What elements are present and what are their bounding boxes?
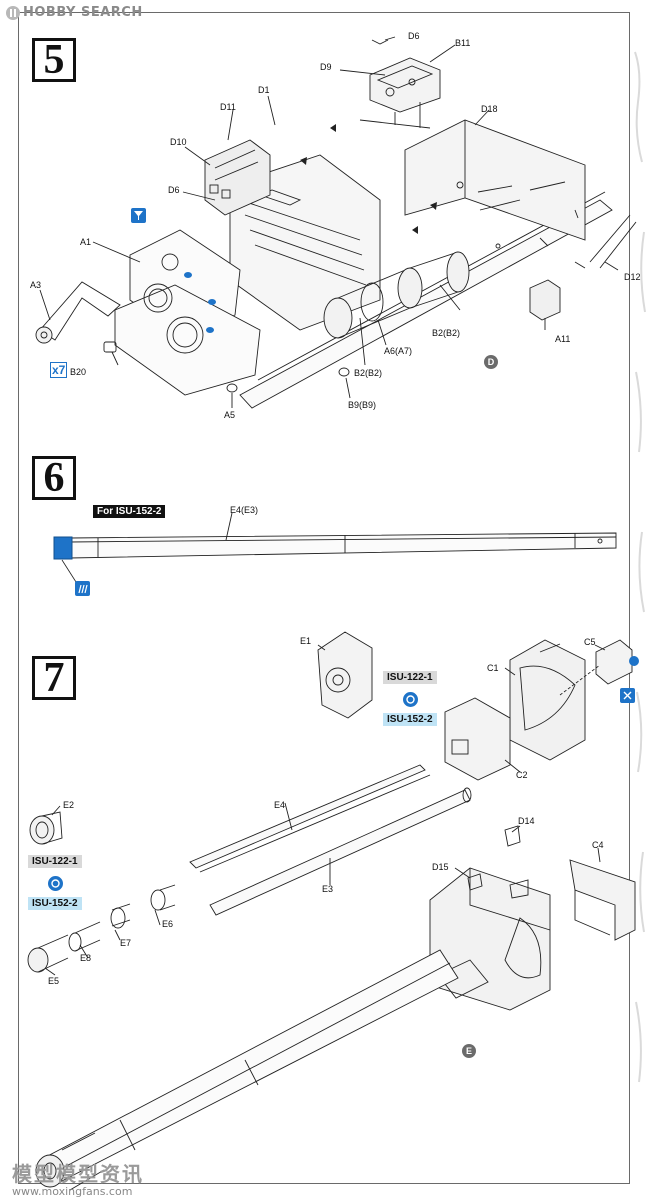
part-label-a3: A3 bbox=[30, 280, 42, 290]
part-label-e8: E8 bbox=[80, 953, 92, 963]
part-label-a11: A11 bbox=[555, 334, 571, 344]
part-label-d1: D1 bbox=[258, 85, 270, 95]
part-label-d6: D6 bbox=[168, 185, 180, 195]
part-label-c4: C4 bbox=[592, 840, 604, 850]
variant-tag-isu152-2-b: ISU-152-2 bbox=[28, 897, 82, 910]
part-label-d6-top: D6 bbox=[408, 31, 420, 41]
step-number-7: 7 bbox=[32, 656, 76, 700]
step6-drawing bbox=[53, 512, 617, 583]
variant-tag-isu152-2: For ISU-152-2 bbox=[93, 505, 166, 518]
side-decoration bbox=[634, 51, 646, 1083]
do-not-glue-icon bbox=[620, 688, 635, 703]
part-label-e6: E6 bbox=[162, 919, 174, 929]
part-label-b2-a: B2(B2) bbox=[354, 368, 383, 378]
part-label-b2-b: B2(B2) bbox=[432, 328, 461, 338]
quantity-x7: x7 bbox=[50, 362, 68, 378]
cement-icon bbox=[131, 208, 146, 223]
part-label-e1: E1 bbox=[300, 636, 312, 646]
alternative-swap-icon bbox=[403, 692, 418, 707]
part-label-e4-e3: E4(E3) bbox=[230, 505, 259, 515]
part-label-d10: D10 bbox=[170, 137, 187, 147]
part-label-d15: D15 bbox=[432, 862, 449, 872]
alternative-swap-icon-b bbox=[48, 876, 63, 891]
site-watermark: 模型模型资讯 www.moxingfans.com bbox=[12, 1162, 144, 1198]
sprue-tag-e: E bbox=[462, 1044, 476, 1058]
variant-tag-isu152-2-a: ISU-152-2 bbox=[383, 713, 437, 726]
part-label-b20: B20 bbox=[70, 367, 87, 377]
part-label-a1: A1 bbox=[80, 237, 92, 247]
part-label-b9: B9(B9) bbox=[348, 400, 377, 410]
step-number-6: 6 bbox=[32, 456, 76, 500]
variant-tag-isu122-1-b: ISU-122-1 bbox=[28, 855, 82, 868]
part-label-d12: D12 bbox=[624, 272, 641, 282]
part-label-d14: D14 bbox=[518, 816, 535, 826]
variant-tag-isu122-1-a: ISU-122-1 bbox=[383, 671, 437, 684]
part-label-d11: D11 bbox=[220, 102, 236, 112]
part-label-d18: D18 bbox=[481, 104, 498, 114]
page-border bbox=[18, 12, 630, 1184]
part-label-e7: E7 bbox=[120, 938, 132, 948]
sprue-tag-d: D bbox=[484, 355, 498, 369]
hobby-search-logo-icon bbox=[6, 5, 20, 20]
part-label-c2: C2 bbox=[516, 770, 528, 780]
part-label-e2: E2 bbox=[63, 800, 75, 810]
step-number-5: 5 bbox=[32, 38, 76, 82]
hobby-search-watermark: HOBBY SEARCH bbox=[6, 5, 143, 20]
sand-seam-icon bbox=[75, 581, 90, 596]
part-label-a6: A6(A7) bbox=[384, 346, 413, 356]
part-label-b11: B11 bbox=[455, 38, 471, 48]
step5-drawing bbox=[35, 36, 637, 409]
part-label-a5: A5 bbox=[224, 410, 236, 420]
part-label-e3: E3 bbox=[322, 884, 334, 894]
part-label-e4: E4 bbox=[274, 800, 286, 810]
part-label-c1: C1 bbox=[487, 663, 499, 673]
part-label-e5: E5 bbox=[48, 976, 60, 986]
part-label-d9: D9 bbox=[320, 62, 332, 72]
part-label-c5: C5 bbox=[584, 637, 596, 647]
